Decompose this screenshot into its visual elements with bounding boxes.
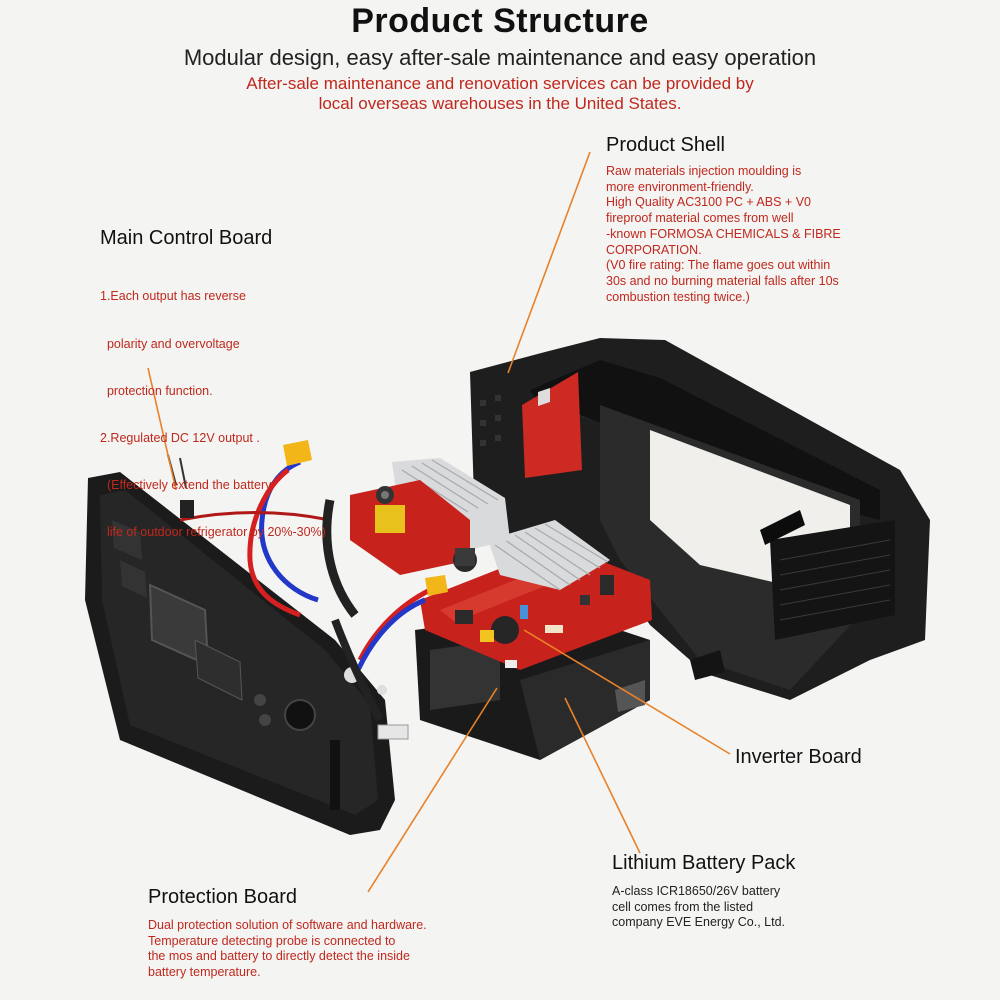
battery-description-line: company EVE Energy Co., Ltd. xyxy=(612,915,786,930)
control-heading: Main Control Board xyxy=(100,227,273,249)
shell-leader-line xyxy=(507,151,591,374)
shell-description-line: High Quality AC3100 PC + ABS + V0 xyxy=(606,195,811,210)
shell-description-line: -known FORMOSA CHEMICALS & FIBRE xyxy=(606,226,841,241)
control-description-line: 2.Regulated DC 12V output . xyxy=(100,430,260,445)
shell-description-line: Raw materials injection moulding is xyxy=(606,164,802,178)
service-note-line: local overseas warehouses in the United … xyxy=(318,94,682,113)
cables-illustration xyxy=(167,440,448,740)
inverter-heading: Inverter Board xyxy=(735,746,862,768)
control-description-line: polarity and overvoltage xyxy=(100,336,240,351)
page-subtitle: Modular design, easy after-sale maintena… xyxy=(183,45,817,70)
inverter-leader-line xyxy=(523,629,731,755)
control-description-line: protection function. xyxy=(100,383,213,398)
control-description-line: 1.Each output has reverse xyxy=(100,289,246,304)
battery-description-line: A-class ICR18650/26V battery xyxy=(612,884,781,898)
leader-lines xyxy=(147,151,731,893)
page-title: Product Structure xyxy=(351,2,649,40)
shell-heading: Product Shell xyxy=(606,134,725,156)
protection-description-line: Temperature detecting probe is connected… xyxy=(148,933,396,948)
control-leader-line xyxy=(147,367,177,491)
shell-description-line: fireproof material comes from well xyxy=(606,211,794,226)
battery-description: A-class ICR18650/26V battery cell comes … xyxy=(612,884,785,931)
service-note: After-sale maintenance and renovation se… xyxy=(130,74,870,114)
shell-description-line: (V0 fire rating: The flame goes out with… xyxy=(606,258,831,273)
control-description-line: life of outdoor refrigerator by 20%-30%) xyxy=(100,524,326,539)
inverter-board-illustration xyxy=(350,458,652,670)
battery-leader-line xyxy=(564,697,641,854)
control-description: 1.Each output has reverse polarity and o… xyxy=(100,258,326,556)
control-description-line: (Effectively extend the battery xyxy=(100,477,272,492)
protection-description-line: battery temperature. xyxy=(148,965,261,980)
protection-description-line: the mos and battery to directly detect t… xyxy=(148,949,410,964)
shell-description: Raw materials injection moulding is more… xyxy=(606,164,841,305)
front-panel-illustration xyxy=(85,472,395,835)
protection-description-line: Dual protection solution of software and… xyxy=(148,918,427,932)
battery-heading: Lithium Battery Pack xyxy=(612,852,796,874)
battery-description-line: cell comes from the listed xyxy=(612,899,754,914)
protection-heading: Protection Board xyxy=(148,886,297,908)
service-note-line: After-sale maintenance and renovation se… xyxy=(246,74,754,93)
shell-description-line: more environment-friendly. xyxy=(606,179,754,194)
protection-description: Dual protection solution of software and… xyxy=(148,918,427,981)
shell-description-line: 30s and no burning material falls after … xyxy=(606,273,839,288)
shell-description-line: combustion testing twice.) xyxy=(606,289,750,304)
shell-description-line: CORPORATION. xyxy=(606,242,702,257)
product-shell-illustration xyxy=(470,338,930,700)
protection-leader-line xyxy=(367,687,498,893)
